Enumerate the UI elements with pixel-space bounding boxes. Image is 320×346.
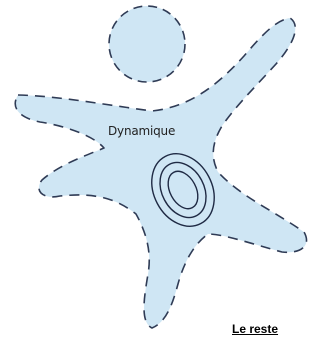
dynamique-label: Dynamique (108, 124, 175, 138)
le-reste-label: Le reste (232, 322, 278, 336)
head-shape (109, 6, 185, 82)
